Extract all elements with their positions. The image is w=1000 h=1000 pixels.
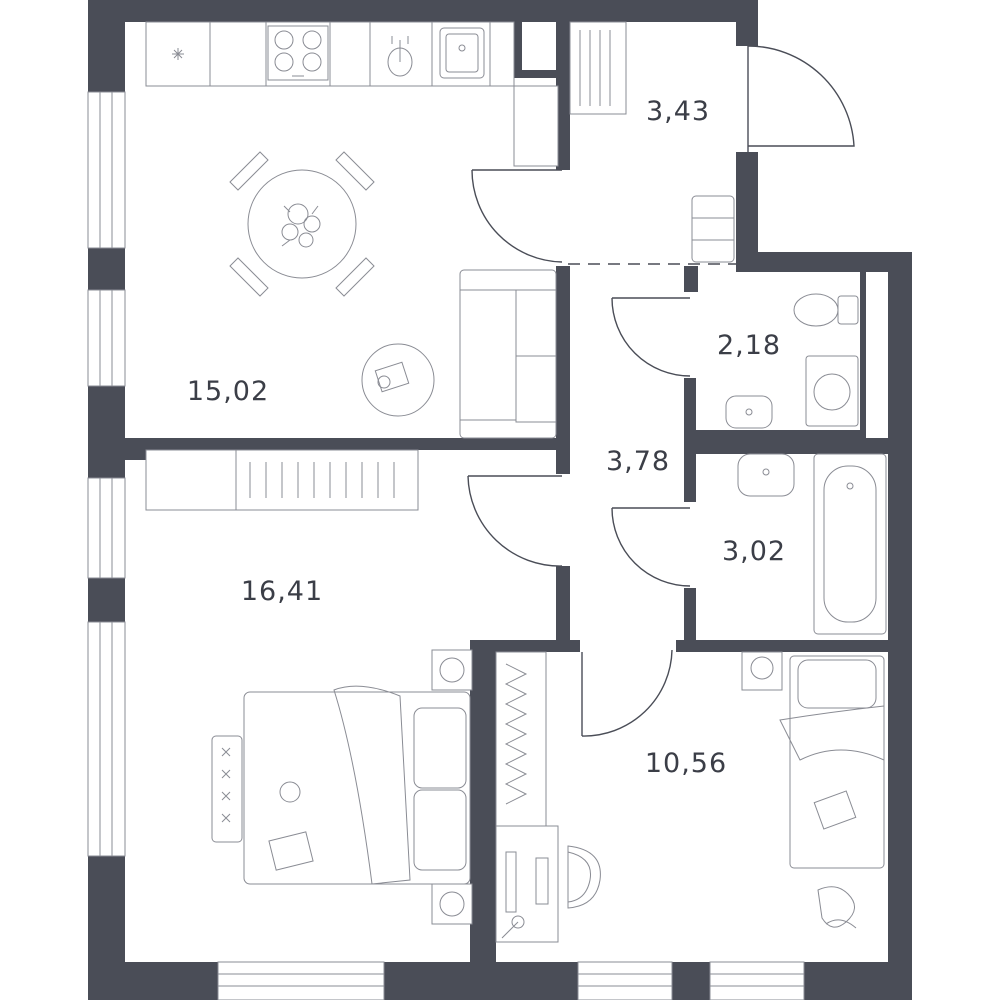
wall-bottom-4 bbox=[804, 962, 912, 1000]
coffee-table bbox=[361, 343, 435, 417]
pillow-ball-icon bbox=[279, 781, 301, 803]
wall-toilet-inner-right bbox=[860, 272, 866, 438]
hall-furniture bbox=[569, 21, 735, 263]
sofa bbox=[459, 269, 557, 439]
area-label-toilet: 2,18 bbox=[717, 330, 781, 361]
door-bathroom bbox=[611, 507, 691, 587]
nightstand-top bbox=[431, 649, 473, 691]
hall-bench bbox=[691, 195, 735, 263]
keyboard-icon bbox=[535, 857, 549, 905]
toilet-sink-icon bbox=[725, 395, 773, 429]
kitchen-cabinet bbox=[513, 85, 559, 167]
bathroom-sink-icon bbox=[737, 453, 795, 497]
doors bbox=[467, 45, 855, 737]
rug bbox=[211, 735, 243, 843]
wall-niche bbox=[514, 22, 522, 78]
wall-niche-bottom bbox=[514, 70, 560, 78]
wall-bottom-3 bbox=[672, 962, 710, 1000]
double-bed bbox=[243, 685, 471, 885]
dining-table bbox=[247, 169, 357, 279]
wall-bedroom-small-top-right bbox=[676, 640, 912, 652]
kitchen-sink-icon bbox=[439, 27, 485, 79]
door-bedroom-small bbox=[581, 649, 673, 737]
door-bedroom-large bbox=[467, 475, 563, 567]
snowflake-icon bbox=[172, 48, 184, 60]
chair-top-left bbox=[229, 151, 269, 191]
wall-bottom-1 bbox=[88, 962, 218, 1000]
window-bottom-3 bbox=[709, 961, 805, 1000]
wall-toilet-inner-bottom bbox=[696, 430, 866, 438]
faucet-icon bbox=[387, 36, 413, 77]
door-kitchen bbox=[471, 169, 563, 263]
wall-entrance-top bbox=[736, 0, 758, 46]
area-label-bathroom: 3,02 bbox=[722, 536, 786, 567]
wall-corridor-left-bottom bbox=[556, 566, 570, 652]
flower-bouquet-icon bbox=[281, 203, 321, 248]
chair-bottom-right bbox=[335, 257, 375, 297]
wall-left-pier-3 bbox=[88, 578, 125, 622]
area-labels: 15,02 3,43 2,18 3,78 3,02 16,41 10,56 bbox=[187, 96, 786, 779]
wall-corridor-left-mid bbox=[556, 266, 570, 474]
nightstand-small bbox=[741, 651, 783, 691]
nightstand-bottom bbox=[431, 883, 473, 925]
kitchen-furniture bbox=[145, 21, 559, 439]
hall-wardrobe bbox=[569, 21, 627, 115]
wall-corridor-left-top bbox=[556, 22, 570, 170]
bedroom-small-furniture bbox=[495, 651, 885, 943]
window-bottom-2 bbox=[577, 961, 673, 1000]
dining-set bbox=[229, 151, 375, 297]
cooktop-icon bbox=[267, 25, 329, 81]
monitor-icon bbox=[505, 851, 517, 913]
toy-icon bbox=[817, 886, 857, 929]
wall-wc-left-3 bbox=[684, 588, 696, 652]
bathroom-furniture bbox=[737, 453, 887, 635]
wall-top bbox=[88, 0, 758, 22]
toilet-icon bbox=[793, 293, 859, 327]
wall-wc-bath bbox=[684, 438, 912, 454]
window-bottom-1 bbox=[217, 961, 385, 1000]
area-label-bedroom-small: 10,56 bbox=[645, 748, 727, 779]
wall-bedrooms-divider bbox=[470, 640, 496, 1000]
desk bbox=[495, 825, 559, 943]
lamp-icon bbox=[511, 915, 525, 929]
window-bedroom-2 bbox=[87, 621, 126, 857]
wall-step bbox=[736, 252, 912, 272]
laptop-icon bbox=[268, 831, 314, 871]
wall-left-pier-1 bbox=[88, 248, 125, 290]
bedroom-large-wardrobe bbox=[145, 449, 419, 511]
book-icon bbox=[813, 790, 857, 830]
area-label-kitchen-living: 15,02 bbox=[187, 376, 269, 407]
bathtub-icon bbox=[813, 453, 887, 635]
wall-bedroom-small-top-left bbox=[470, 640, 580, 652]
area-label-corridor: 3,78 bbox=[606, 446, 670, 477]
window-kitchen-2 bbox=[87, 289, 126, 387]
window-bedroom-1 bbox=[87, 477, 126, 579]
single-bed bbox=[779, 655, 885, 869]
wall-wc-left-1 bbox=[684, 266, 698, 292]
office-chair bbox=[567, 845, 601, 909]
window-kitchen-1 bbox=[87, 91, 126, 249]
door-entrance bbox=[747, 45, 855, 152]
wall-left-pier-2 bbox=[88, 386, 125, 478]
washing-machine-icon bbox=[805, 355, 859, 427]
wall-right bbox=[888, 252, 912, 1000]
area-label-entrance-hall: 3,43 bbox=[646, 96, 710, 127]
toilet-furniture bbox=[725, 293, 859, 429]
area-label-bedroom-large: 16,41 bbox=[241, 576, 323, 607]
bedroom-large-furniture bbox=[145, 449, 473, 925]
door-toilet bbox=[611, 297, 691, 377]
wall-entrance-bottom bbox=[736, 152, 758, 272]
windows bbox=[87, 91, 805, 1000]
walls bbox=[88, 0, 912, 1000]
bedroom-small-wardrobe bbox=[495, 651, 547, 829]
chair-bottom-left bbox=[229, 257, 269, 297]
chair-top-right bbox=[335, 151, 375, 191]
